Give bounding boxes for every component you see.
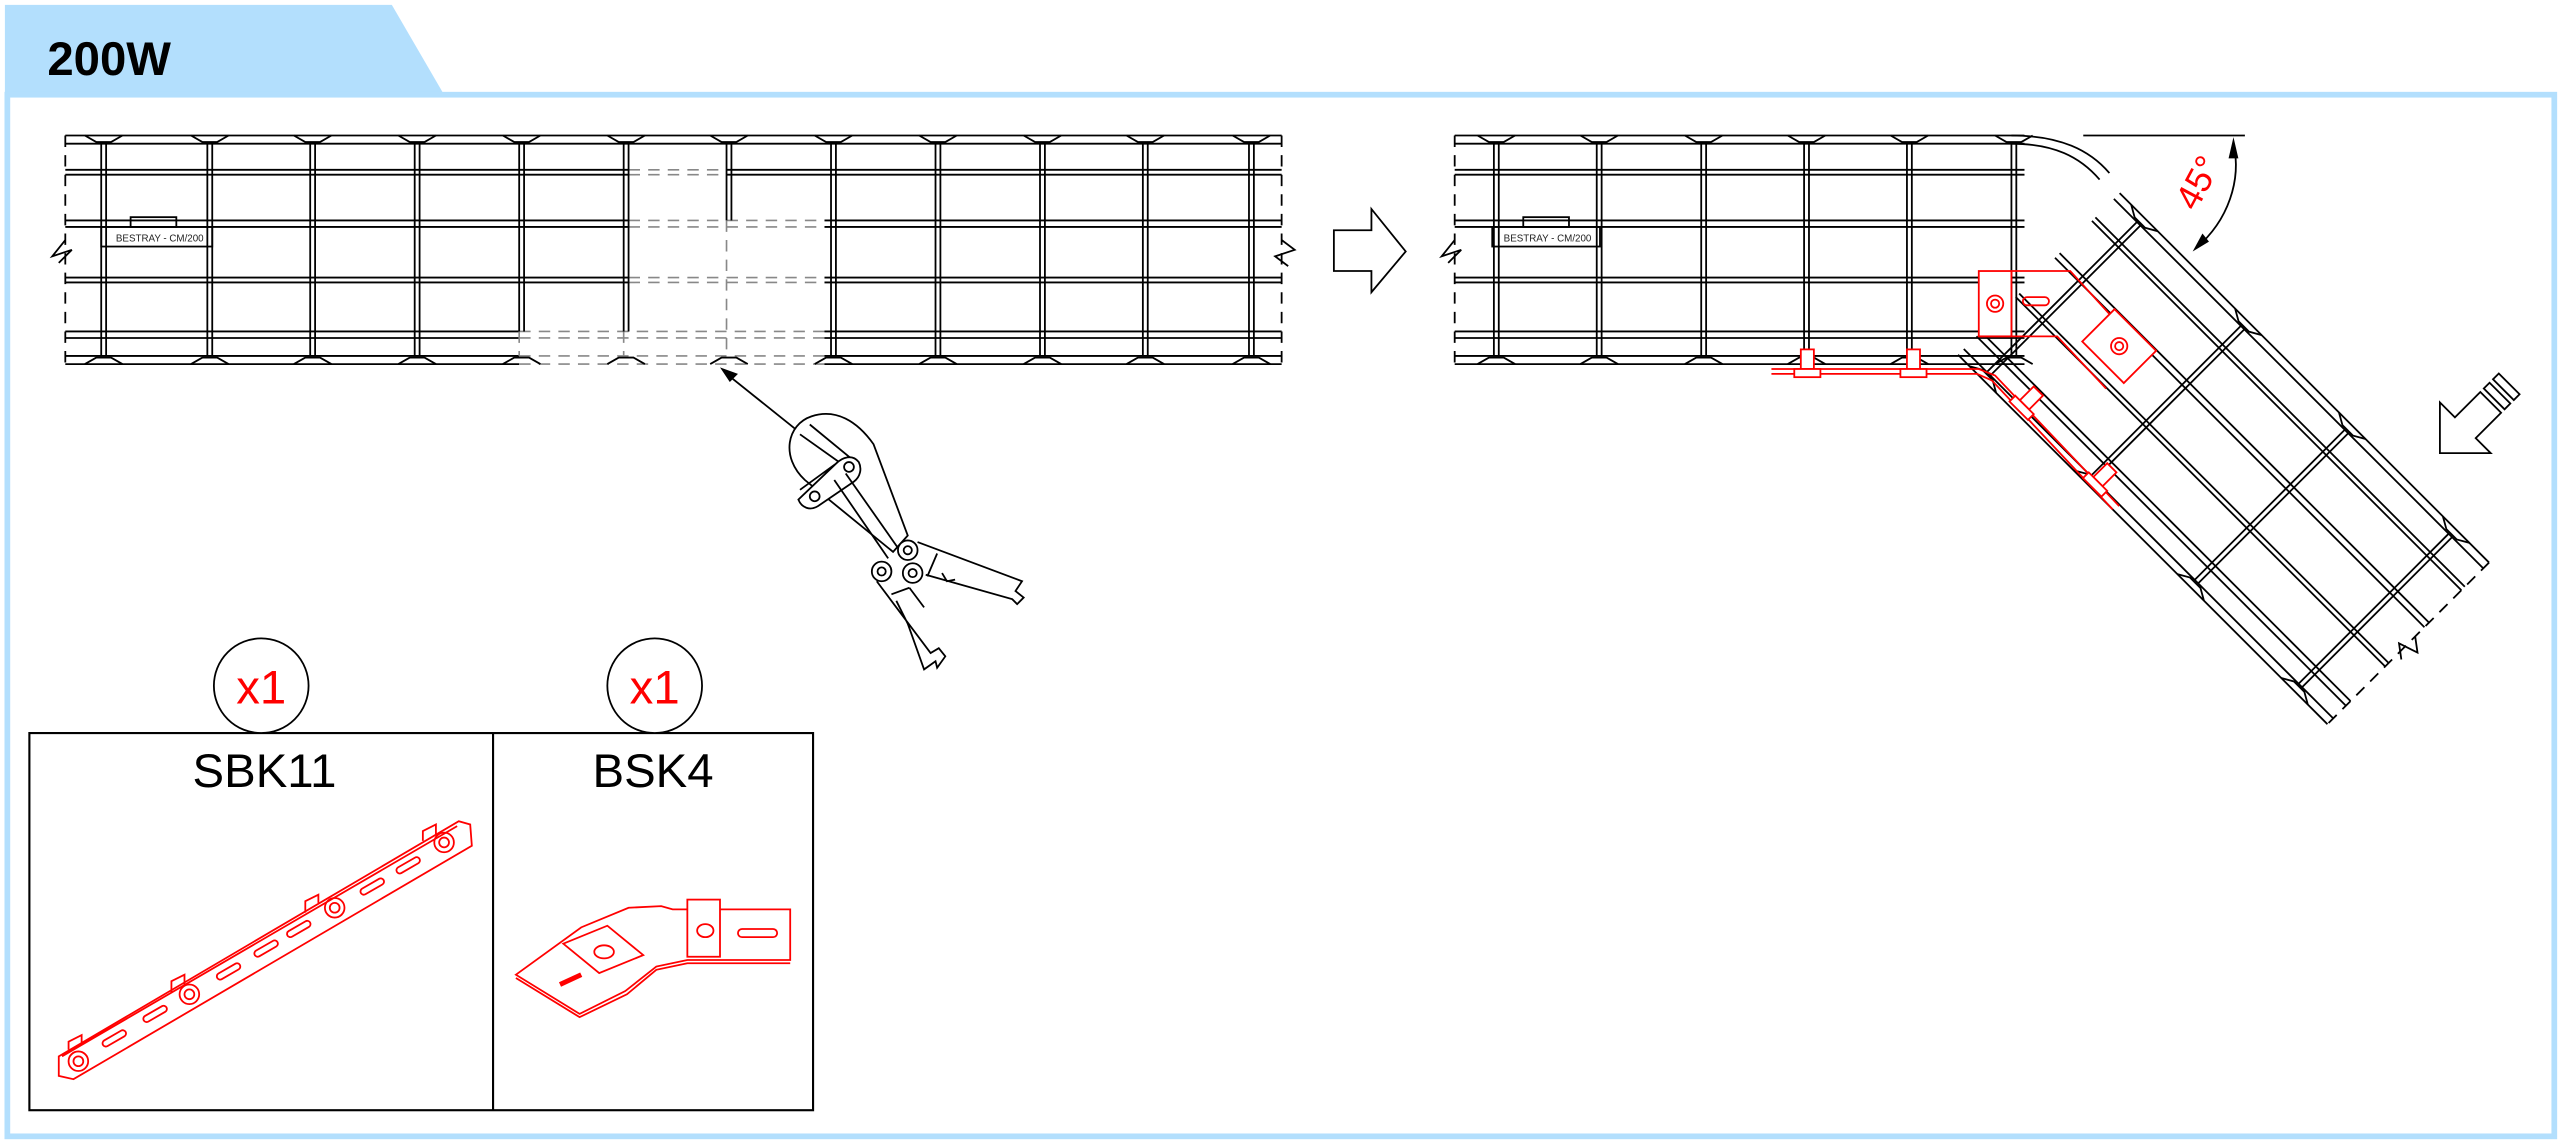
rail-weld-bump (1126, 356, 1165, 365)
rail-weld-bump (397, 356, 437, 365)
quantity-badge (606, 637, 703, 734)
title-tab (4, 4, 445, 95)
longitudinal-wire (2094, 216, 2466, 588)
coupler-slot (253, 939, 279, 958)
cross-wire (2093, 328, 2245, 481)
rail-weld-bump (1126, 134, 1165, 143)
sbk11-coupler-drawing (57, 820, 473, 1081)
rail-weld-bump (1232, 356, 1271, 365)
rail-weld-bump (293, 134, 332, 143)
rail-weld-bump (2442, 516, 2470, 544)
break-symbol (1439, 239, 1462, 264)
coupler-slot (215, 962, 242, 981)
coupler-slot (359, 877, 385, 896)
cross-wire (2301, 536, 2453, 688)
coupler-slot (286, 919, 312, 939)
rail-weld-bump (1787, 134, 1826, 143)
longitudinal-wire (2119, 192, 2490, 564)
cross-wire (1989, 224, 2142, 377)
rail-weld-bump (1994, 134, 2034, 143)
part-code: BSK4 (593, 745, 714, 798)
rail-weld-bump (918, 134, 958, 143)
svg-text:BESTRAY - CM/200: BESTRAY - CM/200 (116, 234, 204, 245)
cross-wire (2194, 429, 2346, 581)
coupler-slot (101, 1029, 127, 1048)
cut-pointer-arrow (720, 367, 801, 434)
rail-weld-bump (1684, 356, 1723, 365)
insert-direction-arrow-icon (2439, 372, 2521, 455)
longitudinal-wire (2018, 292, 2390, 664)
installed-bsk4-connector (1977, 270, 2158, 390)
installed-sbk11-coupler (1771, 348, 2120, 511)
cable-tray-after-straight (1439, 134, 2034, 365)
rail-weld-bump (1684, 134, 1723, 143)
part-bsk4: x1 BSK4 (514, 637, 792, 1019)
break-symbol (2397, 636, 2419, 660)
quantity-badge (212, 637, 310, 734)
longitudinal-wire (2113, 198, 2484, 569)
svg-text:45°: 45° (2167, 149, 2229, 216)
rail-weld-bump (1023, 356, 1062, 365)
rail-weld-bump (814, 134, 853, 143)
tray-label-before: BESTRAY - CM/200 (100, 216, 214, 248)
break-symbol (1273, 239, 1297, 267)
rail-weld-bump (2234, 308, 2262, 336)
rail-weld-bump (2130, 204, 2158, 233)
rail-weld-bump (1890, 134, 1929, 143)
rail-weld-bump (502, 356, 541, 365)
rail-weld-bump (1969, 365, 1997, 394)
rail-weld-bump (606, 356, 646, 365)
parts-table (28, 732, 815, 1112)
rail-weld-bump (293, 356, 332, 365)
rail-weld-bump (190, 134, 230, 143)
longitudinal-wire (2091, 220, 2463, 591)
svg-text:BESTRAY - CM/200: BESTRAY - CM/200 (1504, 234, 1592, 245)
bsk4-connector-drawing (514, 898, 792, 1019)
cross-wire (2297, 533, 2450, 685)
part-quantity: x1 (630, 662, 680, 715)
rail-weld-bump (397, 134, 437, 143)
rail-weld-bump (2338, 412, 2366, 440)
rail-weld-bump (2177, 573, 2205, 601)
cable-tray-after-angled (1957, 192, 2490, 725)
tray-cut-end (2326, 561, 2490, 725)
cross-wire (2090, 325, 2242, 477)
next-step-arrow-icon (1332, 206, 1407, 295)
rail-weld-bump (1579, 134, 1619, 143)
longitudinal-wire (1957, 354, 2329, 725)
rail-weld-bump (190, 356, 230, 365)
coupler-slot (395, 856, 421, 875)
rail-weld-bump (814, 356, 853, 365)
rail-weld-bump (84, 134, 123, 143)
rail-weld-bump (709, 356, 749, 365)
cable-tray-before (49, 134, 1297, 365)
rail-weld-bump (1477, 356, 1516, 365)
rail-weld-bump (2281, 677, 2309, 705)
part-sbk11: x1 SBK11 (57, 637, 473, 1081)
cross-wire (2197, 432, 2349, 584)
rail-weld-bump (606, 134, 646, 143)
tray-bend-outer-curve (2011, 134, 2111, 181)
part-quantity: x1 (236, 662, 286, 715)
tray-label-after: BESTRAY - CM/200 (1491, 216, 1601, 248)
longitudinal-wire (1980, 331, 2352, 702)
rail-weld-bump (84, 356, 123, 365)
angle-dimension: 45° (2083, 134, 2245, 252)
part-code: SBK11 (193, 745, 337, 798)
cross-wire (1986, 221, 2138, 373)
rail-weld-bump (1232, 134, 1271, 143)
frame-border (4, 91, 2558, 1140)
page-title: 200W (47, 33, 171, 86)
rail-weld-bump (709, 134, 749, 143)
break-symbol (49, 239, 73, 264)
rail-weld-bump (1477, 134, 1516, 143)
rail-weld-bump (502, 134, 541, 143)
coupler-slot (142, 1004, 168, 1023)
bolt-cutter-icon (788, 413, 1026, 671)
rail-weld-bump (1579, 356, 1619, 365)
rail-weld-bump (918, 356, 958, 365)
rail-weld-bump (1023, 134, 1062, 143)
